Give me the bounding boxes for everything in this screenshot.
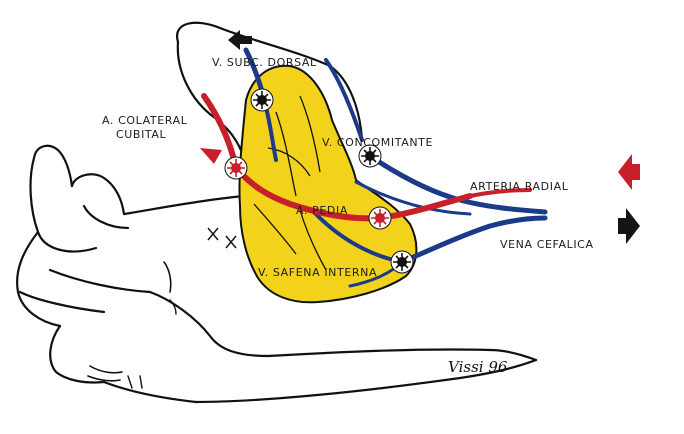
signature: Vissi 96 (448, 358, 508, 376)
anastomosis-icon (391, 251, 413, 273)
anastomosis-icon (225, 157, 247, 179)
label-a-colateral: A. COLATERAL (102, 114, 188, 127)
label-arteria-radial: ARTERIA RADIAL (470, 180, 569, 193)
vein-arrow-right-icon (618, 208, 640, 244)
anastomosis-icon (369, 207, 391, 229)
xx-marks (208, 228, 236, 248)
label-a-pedia: A. PEDIA (296, 204, 348, 217)
label-v-safena-interna: V. SAFENA INTERNA (258, 266, 377, 279)
label-cubital: CUBITAL (116, 128, 167, 141)
label-v-subc-dorsal: V. SUBC. DORSAL (212, 56, 317, 69)
artery-arrow-left-icon (618, 154, 640, 190)
label-vena-cefalica: VENA CEFALICA (500, 238, 594, 251)
label-v-concomitante: V. CONCOMITANTE (322, 136, 433, 149)
anastomosis-icon (251, 89, 273, 111)
